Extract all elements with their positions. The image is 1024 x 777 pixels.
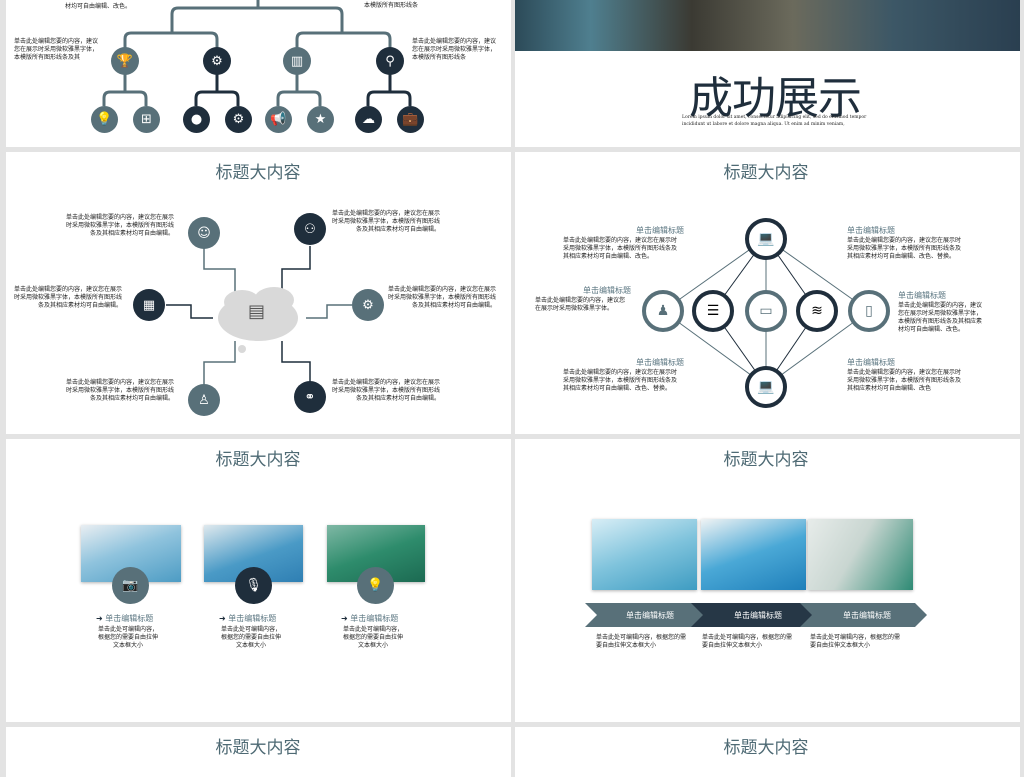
card-heading-1: ➜ 单击编辑标题: [96, 615, 153, 623]
microphone-icon: 🎙: [235, 567, 272, 604]
heading-tr: 单击编辑标题: [847, 226, 895, 235]
left-text: 单击此处编辑您要的内容，建议 您在展示时采用微软雅黑字体， 本模版所有图形线条及…: [14, 38, 99, 61]
user-location-icon: ♟: [642, 290, 684, 332]
org-chart-icon: ⊞: [133, 106, 160, 133]
text-bl: 单击此处编辑您要的内容，建议您在展示时 采用微软雅黑字体，本模版所有图形线条及 …: [563, 369, 678, 392]
lightbulb-icon: 💡: [91, 106, 118, 133]
surgery-photo-2: [701, 519, 806, 590]
heading-mr: 单击编辑标题: [898, 291, 946, 300]
card-heading-2: ➜ 单击编辑标题: [219, 615, 276, 623]
slide-8[interactable]: 标题大内容: [515, 727, 1020, 777]
chevron-3: [800, 603, 927, 627]
layers-icon: ≋: [796, 290, 838, 332]
right-text: 单击此处编辑您要的内容，建议 您在展示时采用微软雅黑字体， 本模版所有图形线条: [412, 38, 497, 61]
network-lines: [662, 237, 870, 387]
worker-gear-icon: ⚙: [352, 289, 384, 321]
step-text-3: 单击此处可编辑内容，根据您的需 要自由拉伸文本框大小: [810, 634, 901, 649]
heading-tl: 单击编辑标题: [636, 226, 684, 235]
heading-br: 单击编辑标题: [847, 358, 895, 367]
arrows: [166, 246, 352, 385]
team-icon: ⚇: [294, 213, 326, 245]
slide-title: 标题大内容: [215, 738, 301, 758]
user-icon: ●: [183, 106, 210, 133]
database-icon: ☰: [692, 290, 734, 332]
card-heading-text: 单击编辑标题: [350, 614, 399, 623]
arrow-icon: ➜: [219, 614, 229, 623]
router-icon: ▭: [745, 290, 787, 332]
card-text-1: 单击此处可编辑内容， 根据您的需要自由拉伸 文本框大小: [98, 626, 159, 649]
laptop-top-icon: 💻: [745, 218, 787, 260]
text-tl: 单击此处编辑您要的内容，建议您在展示时 采用微软雅黑字体，本模版所有图形线条及 …: [563, 237, 678, 260]
arrow-icon: ➜: [96, 614, 106, 623]
magnifier-icon: ⚲: [376, 47, 404, 75]
headset-user-icon: ☺: [188, 217, 220, 249]
slide-6-process[interactable]: 标题大内容 单击编辑标题 单击编辑标题 单击编辑标题 单击此处可编辑内容，根据您…: [515, 439, 1020, 722]
step-heading-3: 单击编辑标题: [843, 611, 891, 620]
trophy-icon: 🏆: [111, 47, 139, 75]
megaphone-icon: 📢: [265, 106, 292, 133]
slide-1-tree[interactable]: 材均可自由编辑、改色。 本模版所有图形线条 单击此处编辑您要的内容，建议 您在展…: [6, 0, 511, 147]
server-user-icon: ▤: [248, 301, 266, 322]
slide-4-network-diagram[interactable]: 标题大内容 💻 💻 ♟ ☰ ▭ ≋ ▯ 单击编辑标题 单击此处编辑您要的内容，建…: [515, 152, 1020, 434]
step-text-2: 单击此处可编辑内容，根据您的需 要自由拉伸文本框大小: [702, 634, 793, 649]
top-right-text: 本模版所有图形线条: [364, 2, 419, 10]
card-text-2: 单击此处可编辑内容， 根据您的需要自由拉伸 文本框大小: [221, 626, 282, 649]
slide-5-photo-cards[interactable]: 标题大内容 📷 🎙 💡 ➜ 单击编辑标题 ➜ 单击编辑标题 ➜ 单击编辑标题 单…: [6, 439, 511, 722]
person-network-icon: ♙: [188, 384, 220, 416]
arrow-icon: ➜: [341, 614, 351, 623]
lorem-text: Lorem ipsum dolor sit amet, consectetur …: [682, 115, 867, 127]
server-tower-icon: ▯: [848, 290, 890, 332]
card-text-3: 单击此处可编辑内容， 根据您的需要自由拉伸 文本框大小: [343, 626, 404, 649]
text-mid-left: 单击此处编辑您要的内容，建议您在展示 时采用微软雅黑字体，本模版所有图形线 条及…: [14, 286, 123, 309]
lightbulb-icon: 💡: [357, 567, 394, 604]
presentation-icon: ▦: [133, 289, 165, 321]
slide-title: 标题大内容: [215, 163, 301, 183]
card-heading-3: ➜ 单击编辑标题: [341, 615, 398, 623]
step-text-1: 单击此处可编辑内容，根据您的需 要自由拉伸文本框大小: [596, 634, 687, 649]
surgery-photo-1: [592, 519, 697, 590]
search-settings-icon: ⚙: [203, 47, 231, 75]
text-bottom-left: 单击此处编辑您要的内容，建议您在展示 时采用微软雅黑字体，本模版所有图形线 条及…: [66, 379, 175, 402]
chevron-2: [691, 603, 819, 627]
slide-title: 标题大内容: [723, 738, 809, 758]
slide-2-section-title[interactable]: 成功展示 Lorem ipsum dolor sit amet, consect…: [515, 0, 1020, 147]
heading-bl: 单击编辑标题: [636, 358, 684, 367]
heading-ml: 单击编辑标题: [583, 286, 631, 295]
text-mr: 单击此处编辑您要的内容，建议 您在展示时采用微软雅黑字体， 本模版所有图形线条及…: [898, 302, 983, 333]
chevron-1: [585, 603, 712, 627]
slide-title: 标题大内容: [215, 450, 301, 470]
slide-7[interactable]: 标题大内容: [6, 727, 511, 777]
chevron-band: [585, 603, 927, 627]
text-tr: 单击此处编辑您要的内容，建议您在展示时 采用微软雅黑字体，本模版所有图形线条及 …: [847, 237, 962, 260]
handshake-icon: ⚭: [294, 381, 326, 413]
cloud-download-icon: ☁: [355, 106, 382, 133]
card-heading-text: 单击编辑标题: [105, 614, 154, 623]
slide-title: 标题大内容: [723, 163, 809, 183]
step-heading-1: 单击编辑标题: [626, 611, 674, 620]
slide-3-cloud-diagram[interactable]: 标题大内容 ▤ ☺ ⚇ ▦ ⚙ ♙ ⚭ 单击此处编辑您要的内容，建议您在展示 时…: [6, 152, 511, 434]
text-top-right: 单击此处编辑您要的内容，建议您在展示 时采用微软雅黑字体，本模版所有图形线 条及…: [332, 210, 441, 233]
laptop-bottom-icon: 💻: [745, 366, 787, 408]
text-ml: 单击此处编辑您要的内容，建议您 在展示时采用微软雅黑字体。: [535, 297, 626, 312]
location-star-icon: ★: [307, 106, 334, 133]
surgery-photo-3: [808, 519, 913, 590]
step-heading-2: 单击编辑标题: [734, 611, 782, 620]
slide-title: 标题大内容: [723, 450, 809, 470]
tree-lines: [102, 0, 412, 106]
text-bottom-right: 单击此处编辑您要的内容，建议您在展示 时采用微软雅黑字体，本模版所有图形线 条及…: [332, 379, 441, 402]
bar-chart-icon: ▥: [283, 47, 311, 75]
camera-icon: 📷: [112, 567, 149, 604]
surgeons-photo: [515, 0, 1020, 51]
briefcase-icon: 💼: [397, 106, 424, 133]
text-top-left: 单击此处编辑您要的内容，建议您在展示 时采用微软雅黑字体，本模版所有图形线 条及…: [66, 214, 175, 237]
text-br: 单击此处编辑您要的内容，建议您在展示时 采用微软雅黑字体，本模版所有图形线条及 …: [847, 369, 962, 392]
card-heading-text: 单击编辑标题: [228, 614, 277, 623]
top-left-text: 材均可自由编辑、改色。: [65, 3, 132, 10]
section-title: 成功展示: [689, 73, 862, 124]
gears-icon: ⚙: [225, 106, 252, 133]
text-mid-right: 单击此处编辑您要的内容，建议您在展示 时采用微软雅黑字体，本模版所有图形线 条及…: [388, 286, 497, 309]
